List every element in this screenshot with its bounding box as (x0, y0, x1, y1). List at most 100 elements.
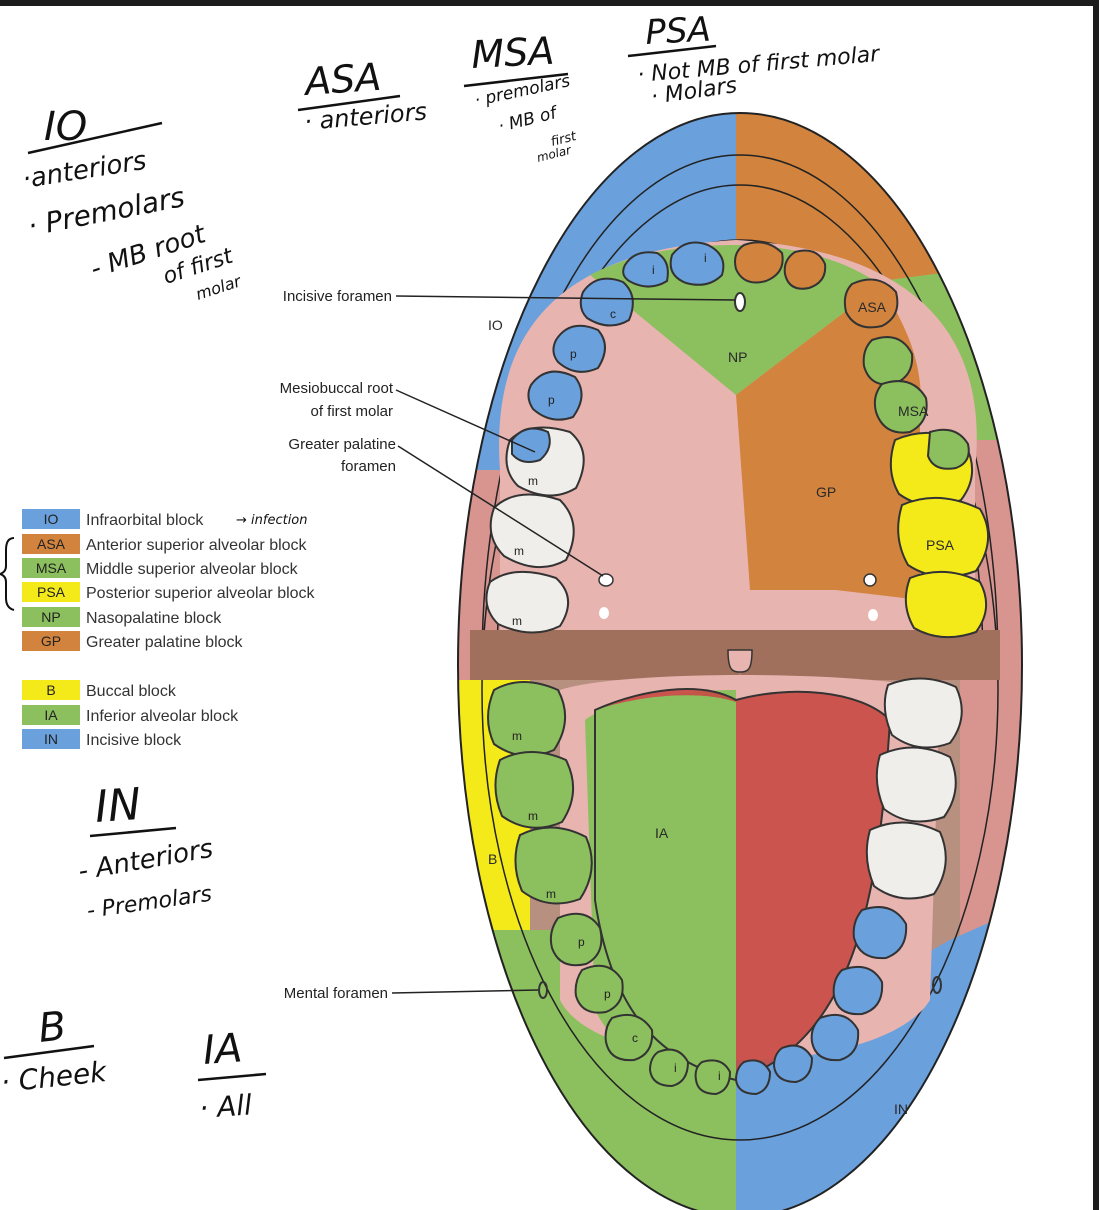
tooth-label-p: p (604, 987, 611, 1001)
legend-code-b: B (46, 682, 55, 698)
tooth-upper-m2-right (897, 496, 990, 578)
tooth-lower-p2-right (852, 906, 908, 960)
tooth-label-c: c (610, 307, 616, 321)
tooth-lower-i2-right (772, 1044, 814, 1084)
legend-label-ia: Inferior alveolar block (86, 708, 239, 725)
hand-msa-2: · MB of (496, 102, 561, 136)
tooth-upper-i2-right (783, 249, 827, 290)
hand-msa-3: first (549, 129, 578, 150)
tooth-upper-p2-right (873, 380, 928, 434)
hand-msa-4: molar (535, 143, 573, 165)
hand-io-1: ·anteriors (20, 146, 148, 195)
legend-code-gp: GP (41, 633, 61, 649)
callout-greater-palatine-2: foramen (341, 458, 396, 475)
tooth-lower-p2-left (549, 912, 603, 967)
hand-asa-title: ASA (301, 55, 383, 104)
tooth-upper-p1-right (862, 336, 914, 386)
legend-code-in: IN (44, 731, 58, 747)
tooth-upper-m1-mb-right (926, 428, 970, 470)
tooth-lower-m1-left (514, 826, 593, 905)
greater-palatine-foramen-right (863, 573, 877, 587)
legend-swatch-ia (22, 705, 80, 725)
hand-in-title: IN (93, 779, 142, 833)
lower-teeth (487, 677, 963, 1096)
tooth-label-m: m (512, 729, 522, 743)
tooth-lower-m2-left (494, 751, 575, 829)
hand-ia-title: IA (201, 1025, 243, 1074)
tooth-label-c: c (632, 1031, 638, 1045)
vestibule-outline-2 (496, 184, 984, 660)
legend-swatch-msa (22, 558, 80, 578)
tooth-lower-m3-right (883, 677, 963, 749)
tooth-label-p: p (570, 347, 577, 361)
legend-code-psa: PSA (37, 584, 66, 600)
legend-label-psa: Posterior superior alveolar block (86, 585, 316, 602)
upper-teeth (485, 241, 990, 639)
tooth-label-m: m (512, 614, 522, 628)
hand-msa-title: MSA (470, 29, 555, 77)
legend-code-asa: ASA (37, 536, 66, 552)
tooth-label-m: m (514, 544, 524, 558)
hand-in-2: - Premolars (85, 882, 213, 924)
tooth-label-p: p (578, 935, 585, 949)
hand-ia-1: · All (198, 1088, 253, 1125)
label-gp: GP (816, 484, 836, 500)
tooth-label-m: m (528, 809, 538, 823)
legend-label-in: Incisive block (86, 732, 182, 749)
mental-foramen-right (932, 976, 942, 994)
tooth-lower-m2-right (875, 746, 957, 823)
legend-swatch-b (22, 680, 80, 700)
tooth-label-m: m (546, 887, 556, 901)
legend-brace (0, 537, 15, 611)
legend-swatch-psa (22, 582, 80, 602)
legend-swatch-io (22, 509, 80, 529)
label-io: IO (488, 317, 503, 333)
uvula (727, 649, 753, 673)
legend-io-handwritten-note: → infection (236, 513, 308, 528)
legend-label-asa: Anterior superior alveolar block (86, 537, 308, 554)
tooth-label-i: i (718, 1069, 721, 1083)
callout-mb-root-2: of first molar (310, 403, 393, 420)
label-np: NP (728, 349, 747, 365)
callout-greater-palatine-1: Greater palatine (288, 436, 396, 453)
hand-psa-title: PSA (644, 10, 711, 53)
tooth-upper-m3-left (485, 570, 569, 634)
legend-label-gp: Greater palatine block (86, 634, 244, 651)
label-msa: MSA (898, 403, 929, 419)
tooth-upper-m1-mb-root (511, 427, 551, 463)
tooth-lower-i2-left (648, 1048, 690, 1088)
legend-label-msa: Middle superior alveolar block (86, 561, 299, 578)
legend-swatch-asa (22, 534, 80, 554)
callout-lines (391, 295, 736, 994)
legend-swatch-in (22, 729, 80, 749)
label-in: IN (894, 1101, 908, 1117)
hand-in-1: - Anteriors (76, 834, 215, 887)
greater-palatine-foramen-left (598, 573, 614, 587)
tooth-letters: i i c p p m m m m m m p p c i i (512, 251, 721, 1083)
vestibule-outline-1 (481, 154, 999, 660)
callout-mental-foramen: Mental foramen (284, 985, 388, 1002)
tooth-lower-c-right (810, 1014, 860, 1062)
tooth-lower-m1-right (865, 821, 947, 900)
hand-io-title: IO (44, 104, 87, 150)
tooth-upper-m3-right (904, 570, 987, 639)
hand-msa-1: · premolars (473, 71, 572, 111)
legend-code-ia: IA (44, 707, 58, 723)
legend-code-io: IO (44, 511, 59, 527)
lesser-palatine-foramen-left (599, 607, 609, 619)
callout-incisive-foramen: Incisive foramen (283, 288, 392, 305)
legend-label-io: Infraorbital block (86, 512, 204, 529)
tooth-label-i: i (674, 1061, 677, 1075)
tooth-upper-p1-left (552, 324, 606, 373)
tooth-label-p: p (548, 393, 555, 407)
hand-asa-1: · anteriors (303, 97, 428, 136)
tooth-upper-i1-right (734, 241, 784, 284)
tooth-label-i: i (704, 251, 707, 265)
legend-code-msa: MSA (36, 560, 67, 576)
tooth-lower-m3-left (487, 681, 567, 757)
legend: IO ASA MSA PSA NP GP B IA IN Infraorbita… (0, 509, 316, 749)
tooth-upper-c-left (579, 277, 634, 327)
hand-b-1: · Cheek (0, 1055, 110, 1099)
tooth-upper-p2-left (527, 370, 583, 421)
